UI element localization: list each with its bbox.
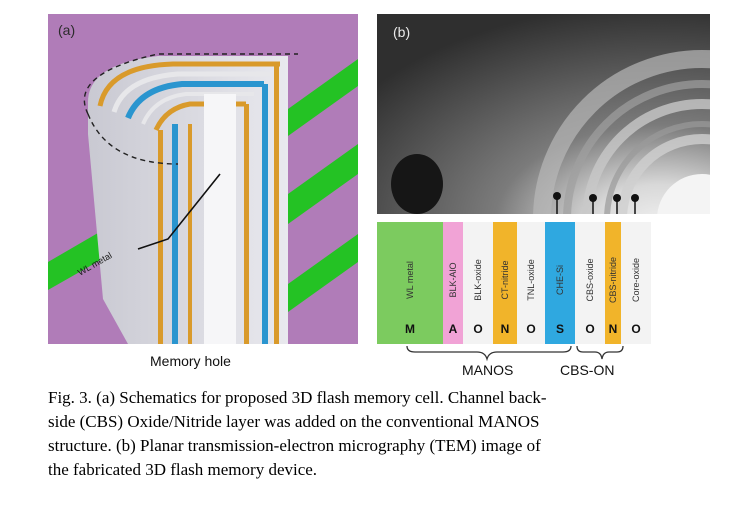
wl-metal-stripe xyxy=(288,234,358,312)
layer-letter: S xyxy=(555,322,564,336)
layer-ct-nitride: CT-nitride N xyxy=(493,222,517,344)
layer-blk-alo: BLK-AlO A xyxy=(443,222,463,344)
layer-letter: N xyxy=(500,322,510,336)
layer-name: BLK-AlO xyxy=(448,262,458,298)
panel-a-label: (a) xyxy=(58,22,76,38)
wl-metal-stripe xyxy=(288,59,358,136)
layer-name: TNL-oxide xyxy=(526,259,536,301)
wl-metal-stripe xyxy=(288,144,358,224)
layer-name: Core-oxide xyxy=(631,257,641,303)
layer-wl-metal: WL metal M xyxy=(377,222,443,344)
manos-brace xyxy=(406,345,572,362)
layer-letter: A xyxy=(448,322,458,336)
dark-region xyxy=(391,154,443,214)
schematic-panel: (a) WL metal xyxy=(48,14,358,344)
layer-letter: O xyxy=(585,322,595,336)
layer-tnl-oxide: TNL-oxide O xyxy=(517,222,545,344)
caption-line: Fig. 3. (a) Schematics for proposed 3D f… xyxy=(48,388,547,407)
layer-letter: O xyxy=(526,322,536,336)
layer-name: WL metal xyxy=(405,261,415,299)
layer-core-oxide: Core-oxide O xyxy=(621,222,651,344)
caption-line: side (CBS) Oxide/Nitride layer was added… xyxy=(48,412,540,431)
layer-name: CBS-nitride xyxy=(608,256,618,304)
layer-letter: O xyxy=(473,322,483,336)
layer-name: CHE-Si xyxy=(555,264,565,296)
cbs-on-group-label: CBS-ON xyxy=(560,362,615,378)
core-oxide xyxy=(204,94,236,344)
tem-image-panel: (b) xyxy=(377,14,710,214)
layer-letter: O xyxy=(631,322,641,336)
layer-letter: N xyxy=(608,322,618,336)
group-braces xyxy=(406,345,624,362)
layer-name: BLK-oxide xyxy=(473,259,483,301)
memory-hole-caption: Memory hole xyxy=(150,353,231,369)
figure-caption: Fig. 3. (a) Schematics for proposed 3D f… xyxy=(48,386,720,482)
cbs-on-brace xyxy=(576,345,624,360)
layer-name: CBS-oxide xyxy=(585,258,595,302)
caption-line: structure. (b) Planar transmission-elect… xyxy=(48,436,541,455)
caption-line: the fabricated 3D flash memory device. xyxy=(48,460,318,479)
manos-group-label: MANOS xyxy=(462,362,514,378)
panel-b-label: (b) xyxy=(393,24,411,40)
memory-cell-schematic xyxy=(48,53,358,344)
layer-cbs-nitride: CBS-nitride N xyxy=(605,222,621,344)
layer-legend: WL metal M BLK-AlO A BLK-oxide O CT-nitr… xyxy=(377,222,710,344)
marker-pin xyxy=(589,194,597,202)
tem-micrograph xyxy=(377,14,710,214)
marker-pin xyxy=(631,194,639,202)
layer-name: CT-nitride xyxy=(500,260,510,300)
marker-pin xyxy=(613,194,621,202)
layer-blk-oxide: BLK-oxide O xyxy=(463,222,493,344)
marker-pin xyxy=(553,192,561,200)
pointer-line xyxy=(137,173,221,250)
layer-letter: M xyxy=(405,322,415,336)
layer-cbs-oxide: CBS-oxide O xyxy=(575,222,605,344)
layer-che-si: CHE-Si S xyxy=(545,222,575,344)
